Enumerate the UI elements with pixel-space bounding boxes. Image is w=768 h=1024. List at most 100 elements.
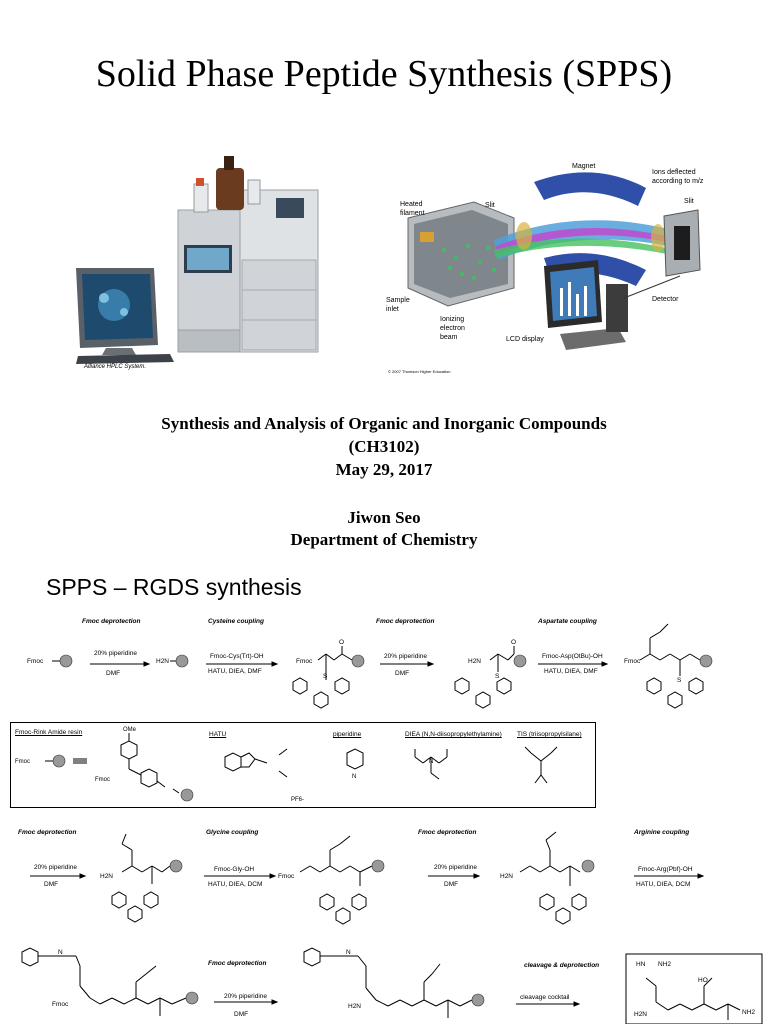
label-heated-filament: Heated filament xyxy=(400,201,425,217)
copyright-note: © 2007 Thomson Higher Education xyxy=(388,369,451,374)
atom-label-s: S xyxy=(677,677,682,684)
atom-label-fmoc: Fmoc xyxy=(624,658,641,665)
atom-label-o: O xyxy=(339,639,344,646)
label-magnet: Magnet xyxy=(572,163,596,170)
row2-reagent-3b: DMF xyxy=(444,881,459,888)
row2-step-3: Fmoc deprotection xyxy=(418,829,477,836)
legend-tis: TIS (triisopropylsilane) xyxy=(517,731,582,738)
author-name: Jiwon Seo xyxy=(347,508,421,527)
row2-step-1: Fmoc deprotection xyxy=(18,829,77,836)
row1-reagent-1a: 20% piperidine xyxy=(94,650,138,657)
presentation-date: May 29, 2017 xyxy=(335,460,433,479)
atom-label-h2n: H2N xyxy=(348,1003,361,1010)
resin-bead xyxy=(59,654,73,668)
row3-reagent-2a: cleavage cocktail xyxy=(520,994,570,1001)
legend-ome-label: OMe xyxy=(123,727,137,733)
row1-reagent-3a: 20% piperidine xyxy=(384,653,428,660)
row3-reagent-1b: DMF xyxy=(234,1011,249,1018)
atom-label-ho: HO xyxy=(698,977,708,984)
department-name: Department of Chemistry xyxy=(290,530,478,549)
row2-reagent-4a: Fmoc-Arg(Pbf)-OH xyxy=(638,866,693,873)
row2-scheme: H2N Fmoc H2N xyxy=(30,831,705,925)
label-slit-right: Slit xyxy=(684,198,694,205)
row1-step-1: Fmoc deprotection xyxy=(82,618,141,625)
atom-label-s: S xyxy=(495,673,500,680)
atom-label-nh2: NH2 xyxy=(658,961,671,968)
resin-bead xyxy=(513,654,527,668)
ion-beam xyxy=(494,220,668,260)
label-slit-left: Slit xyxy=(485,202,495,209)
atom-label-fmoc: Fmoc xyxy=(27,658,44,665)
row2-step-2: Glycine coupling xyxy=(206,829,259,836)
atom-label-o: O xyxy=(511,639,516,646)
atom-label-fmoc: Fmoc xyxy=(278,873,295,880)
slide-title: Solid Phase Peptide Synthesis (SPPS) xyxy=(95,53,673,95)
resin-bead xyxy=(180,788,194,802)
atom-label-n: N xyxy=(58,949,63,956)
monitor-icon xyxy=(76,268,174,364)
label-sample-inlet: Sample inlet xyxy=(386,297,410,313)
legend-diea: DIEA (N,N-diisopropylethylamine) xyxy=(405,731,502,738)
final-product-box xyxy=(625,953,763,1024)
legend-hatu: HATU xyxy=(209,731,227,738)
row1-reagent-4b: HATU, DIEA, DMF xyxy=(544,668,598,675)
course-title: Synthesis and Analysis of Organic and In… xyxy=(161,414,607,433)
row2-reagent-3a: 20% piperidine xyxy=(434,864,478,871)
row3-scheme: Fmoc N H2N N HN NH2 H2N HO NH2 xyxy=(21,947,763,1024)
row1-reagent-1b: DMF xyxy=(106,670,121,677)
course-code: (CH3102) xyxy=(348,437,420,456)
atom-label-fmoc: Fmoc xyxy=(95,777,110,783)
row2-step-4: Arginine coupling xyxy=(634,829,690,836)
row1-reagent-3b: DMF xyxy=(395,670,410,677)
row1-reagent-2a: Fmoc-Cys(Trt)-OH xyxy=(210,653,264,660)
resin-bead xyxy=(371,859,385,873)
resin-bead xyxy=(581,859,595,873)
hplc-caption: Alliance HPLC System. xyxy=(84,364,147,370)
atom-label-h2n: H2N xyxy=(500,873,513,880)
label-detector: Detector xyxy=(652,296,679,303)
hplc-instrument-icon xyxy=(177,156,319,353)
resin-bead xyxy=(175,654,189,668)
hplc-system-image: Alliance HPLC System. xyxy=(66,150,328,382)
row2-reagent-1b: DMF xyxy=(44,881,59,888)
atom-label-nh2: NH2 xyxy=(742,1009,755,1016)
row1-step-2: Cysteine coupling xyxy=(208,618,264,625)
atom-label-h2n: H2N xyxy=(156,658,169,665)
legend-pf6-label: PF6- xyxy=(291,797,304,803)
resin-bead xyxy=(471,993,485,1007)
row2-reagent-2a: Fmoc-Gly-OH xyxy=(214,866,255,873)
row2-reagent-2b: HATU, DIEA, DCM xyxy=(208,881,263,888)
atom-label-n: N xyxy=(429,759,433,765)
legend-piperidine: piperidine xyxy=(333,731,362,738)
trityl-group xyxy=(292,677,704,709)
resin-bead xyxy=(351,654,365,668)
row2-reagent-4b: HATU, DIEA, DCM xyxy=(636,881,691,888)
row3-step-2: cleavage & deprotection xyxy=(524,962,600,969)
atom-label-fmoc: Fmoc xyxy=(15,759,30,765)
label-ions-deflected: Ions deflected according to m/z xyxy=(652,169,704,185)
atom-label-h2n: H2N xyxy=(100,873,113,880)
reagent-legend-box: Fmoc-Rink Amide resin HATU piperidine DI… xyxy=(10,722,596,808)
resin-bead xyxy=(52,754,66,768)
resin-bead xyxy=(185,991,199,1005)
row1-step-3: Fmoc deprotection xyxy=(376,618,435,625)
row3-step-1: Fmoc deprotection xyxy=(208,960,267,967)
mass-spectrometer-diagram: Magnet Ions deflected according to m/z S… xyxy=(384,158,714,378)
row1-step-4: Aspartate coupling xyxy=(538,618,597,625)
row1-reagent-4a: Fmoc-Asp(OtBu)-OH xyxy=(542,653,603,660)
atom-label-hn: HN xyxy=(636,961,646,968)
resin-bead xyxy=(169,859,183,873)
lcd-display-icon xyxy=(544,260,628,350)
resin-bead xyxy=(699,654,713,668)
row2-reagent-1a: 20% piperidine xyxy=(34,864,78,871)
atom-label-fmoc: Fmoc xyxy=(52,1001,69,1008)
legend-resin: Fmoc-Rink Amide resin xyxy=(15,729,83,736)
detector-icon xyxy=(663,209,701,277)
atom-label-h2n: H2N xyxy=(634,1011,647,1018)
label-lcd-display: LCD display xyxy=(506,336,544,343)
atom-label-n: N xyxy=(346,949,351,956)
atom-label-fmoc: Fmoc xyxy=(296,658,313,665)
row1-scheme: Fmoc H2N Fmoc O S H2N O S Fmoc S xyxy=(27,623,713,709)
label-ionizing-beam: Ionizing electron beam xyxy=(440,316,465,341)
atom-label-h2n: H2N xyxy=(468,658,481,665)
